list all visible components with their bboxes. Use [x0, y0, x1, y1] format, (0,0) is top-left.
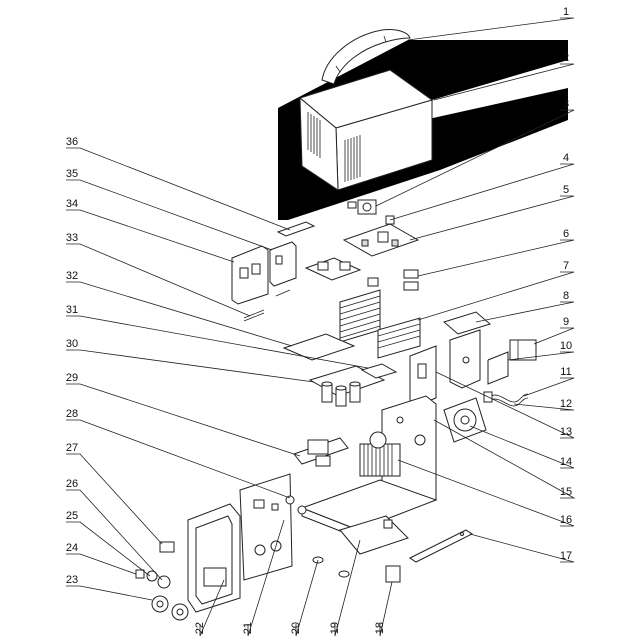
part-32-plate	[360, 363, 398, 379]
label-35: 35	[66, 168, 78, 180]
part-21-front-panel	[239, 473, 293, 581]
label-4: 4	[563, 152, 569, 164]
part-8-bracket	[442, 311, 492, 389]
label-25: 25	[66, 510, 78, 522]
label-28: 28	[66, 408, 78, 420]
part-3	[347, 199, 377, 215]
label-29: 29	[66, 372, 78, 384]
label-11: 11	[560, 366, 571, 378]
label-5: 5	[563, 184, 569, 196]
label-20: 20	[290, 622, 302, 634]
leader-lines	[66, 17, 576, 637]
label-10: 10	[560, 340, 572, 352]
part-6	[403, 269, 419, 291]
part-18	[385, 565, 401, 583]
part-28-29	[285, 495, 307, 515]
label-36: 36	[66, 136, 78, 148]
label-14: 14	[560, 456, 572, 468]
label-17: 17	[560, 550, 572, 562]
part-36-board	[276, 221, 379, 287]
part-19-base	[300, 479, 438, 555]
part-16-transformer	[359, 431, 401, 477]
label-15: 15	[560, 486, 572, 498]
part-7-heatsink	[339, 289, 421, 359]
label-27: 27	[66, 442, 78, 454]
part-inductor	[293, 437, 349, 467]
part-22-front-bezel	[187, 503, 241, 613]
part-10	[487, 351, 509, 385]
label-9: 9	[563, 316, 569, 328]
label-13: 13	[560, 426, 572, 438]
part-20-feet	[312, 556, 350, 578]
label-16: 16	[560, 514, 572, 526]
part-11-12-cable	[483, 391, 529, 407]
part-number-labels: 1 2 3 4 5 6 7 8 9 10 11 12 13 14 15 16 1…	[66, 6, 572, 634]
label-31: 31	[66, 304, 78, 316]
label-33: 33	[66, 232, 78, 244]
part-9	[509, 339, 537, 361]
part-35-board	[269, 241, 297, 287]
part-cover	[278, 40, 568, 220]
part-4-5-pcb	[342, 215, 420, 257]
part-30-pcb	[308, 365, 386, 407]
label-19: 19	[329, 622, 341, 634]
part-34-frame	[231, 245, 269, 305]
part-handle	[321, 29, 411, 85]
label-21: 21	[242, 622, 254, 634]
label-32: 32	[66, 270, 78, 282]
label-22: 22	[194, 622, 206, 634]
part-15-fan	[443, 397, 487, 443]
label-12: 12	[560, 398, 572, 410]
label-6: 6	[563, 228, 569, 240]
part-17-bar	[409, 529, 473, 563]
label-8: 8	[563, 290, 569, 302]
label-34: 34	[66, 198, 78, 210]
label-7: 7	[563, 260, 569, 272]
label-2: 2	[563, 52, 569, 64]
label-23: 23	[66, 574, 78, 586]
part-23-terminals	[151, 595, 189, 621]
label-26: 26	[66, 478, 78, 490]
label-24: 24	[66, 542, 78, 554]
part-27-label	[159, 541, 175, 553]
label-30: 30	[66, 338, 78, 350]
label-1: 1	[563, 6, 569, 18]
label-18: 18	[374, 622, 386, 634]
part-13	[409, 345, 437, 409]
part-33-rod	[243, 289, 291, 322]
label-3: 3	[563, 98, 569, 110]
part-24-25-26-knobs	[135, 569, 171, 589]
